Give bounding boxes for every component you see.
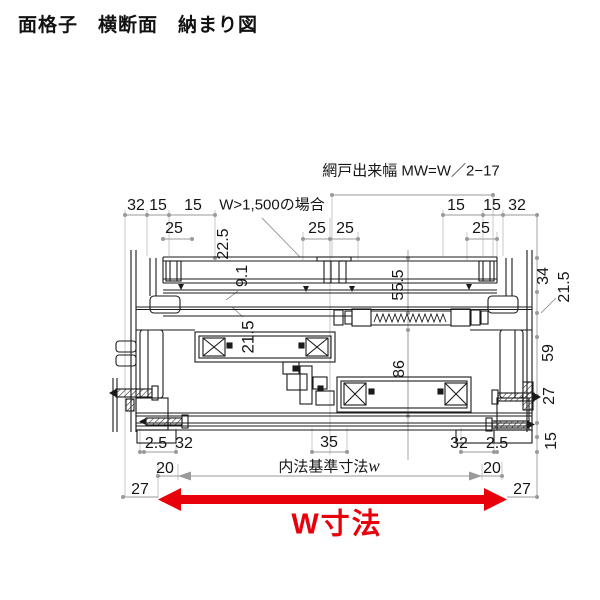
dim-right-25: 25: [472, 220, 490, 237]
w1500-case-annotation: W>1,500の場合: [219, 196, 325, 214]
dim-top-right-15b: 15: [483, 197, 501, 214]
frame-linework: [109, 250, 541, 444]
dim-right-15: 15: [543, 432, 560, 450]
w-dimension-label: W寸法: [291, 508, 383, 541]
screen-door-section: [333, 308, 489, 327]
dim-bottom-right-2-5: 2.5: [485, 435, 509, 452]
dim-bottom-right-32: 32: [450, 435, 468, 452]
screen-mesh: [373, 312, 447, 324]
grille-section: [162, 256, 498, 292]
inner-dimension-label: 内法基準寸法w: [278, 458, 379, 475]
dimension-guides: [124, 196, 504, 498]
inner-dimension-w-symbol: w: [368, 456, 380, 476]
drawing-title: 面格子 横断面 納まり図: [18, 15, 259, 36]
dim-left-25: 25: [165, 220, 183, 237]
dim-top-right-32: 32: [508, 197, 526, 214]
dim-right-27: 27: [541, 387, 558, 405]
dim-top-left-15b: 15: [184, 197, 202, 214]
wall-anchor: [522, 381, 534, 411]
dim-20-right: 20: [483, 460, 501, 477]
dim-right-21-5: 21.5: [556, 271, 573, 303]
dim-top-right-15a: 15: [447, 197, 465, 214]
dim-bottom-left-2-5: 2.5: [144, 435, 168, 452]
right-jamb-section: [455, 250, 533, 444]
dim-86: 86: [391, 360, 408, 378]
dim-22-5: 22.5: [215, 228, 232, 260]
dim-9-1: 9.1: [234, 264, 251, 288]
dim-bottom-left-32: 32: [175, 435, 193, 452]
dim-right-59: 59: [540, 344, 557, 362]
dim-27-right: 27: [513, 481, 531, 498]
dim-top-left-15a: 15: [149, 197, 167, 214]
dim-20-left: 20: [156, 460, 174, 477]
inner-sash-section: [336, 376, 472, 413]
inner-dimension-arrow: [178, 471, 482, 481]
dim-top-left-32: 32: [127, 197, 145, 214]
dim-27-left: 27: [131, 481, 149, 498]
outer-sash-section: [194, 331, 336, 363]
dim-bottom-35: 35: [320, 434, 338, 451]
inner-dimension-text: 内法基準寸法: [278, 458, 369, 476]
mw-formula-annotation: 網戸出来幅 MW=W／2−17: [322, 162, 500, 180]
mounting-screws: [109, 381, 541, 432]
dimension-lines: [123, 194, 557, 498]
meeting-stile-hardware: [282, 361, 335, 406]
w-dimension-arrow: [158, 488, 507, 511]
dim-right-34: 34: [535, 267, 552, 285]
dim-55-5: 55.5: [390, 269, 407, 301]
dim-mid-25b: 25: [336, 220, 354, 237]
dim-21-5-left: 21.5: [238, 320, 258, 354]
dim-mid-25a: 25: [308, 220, 326, 237]
